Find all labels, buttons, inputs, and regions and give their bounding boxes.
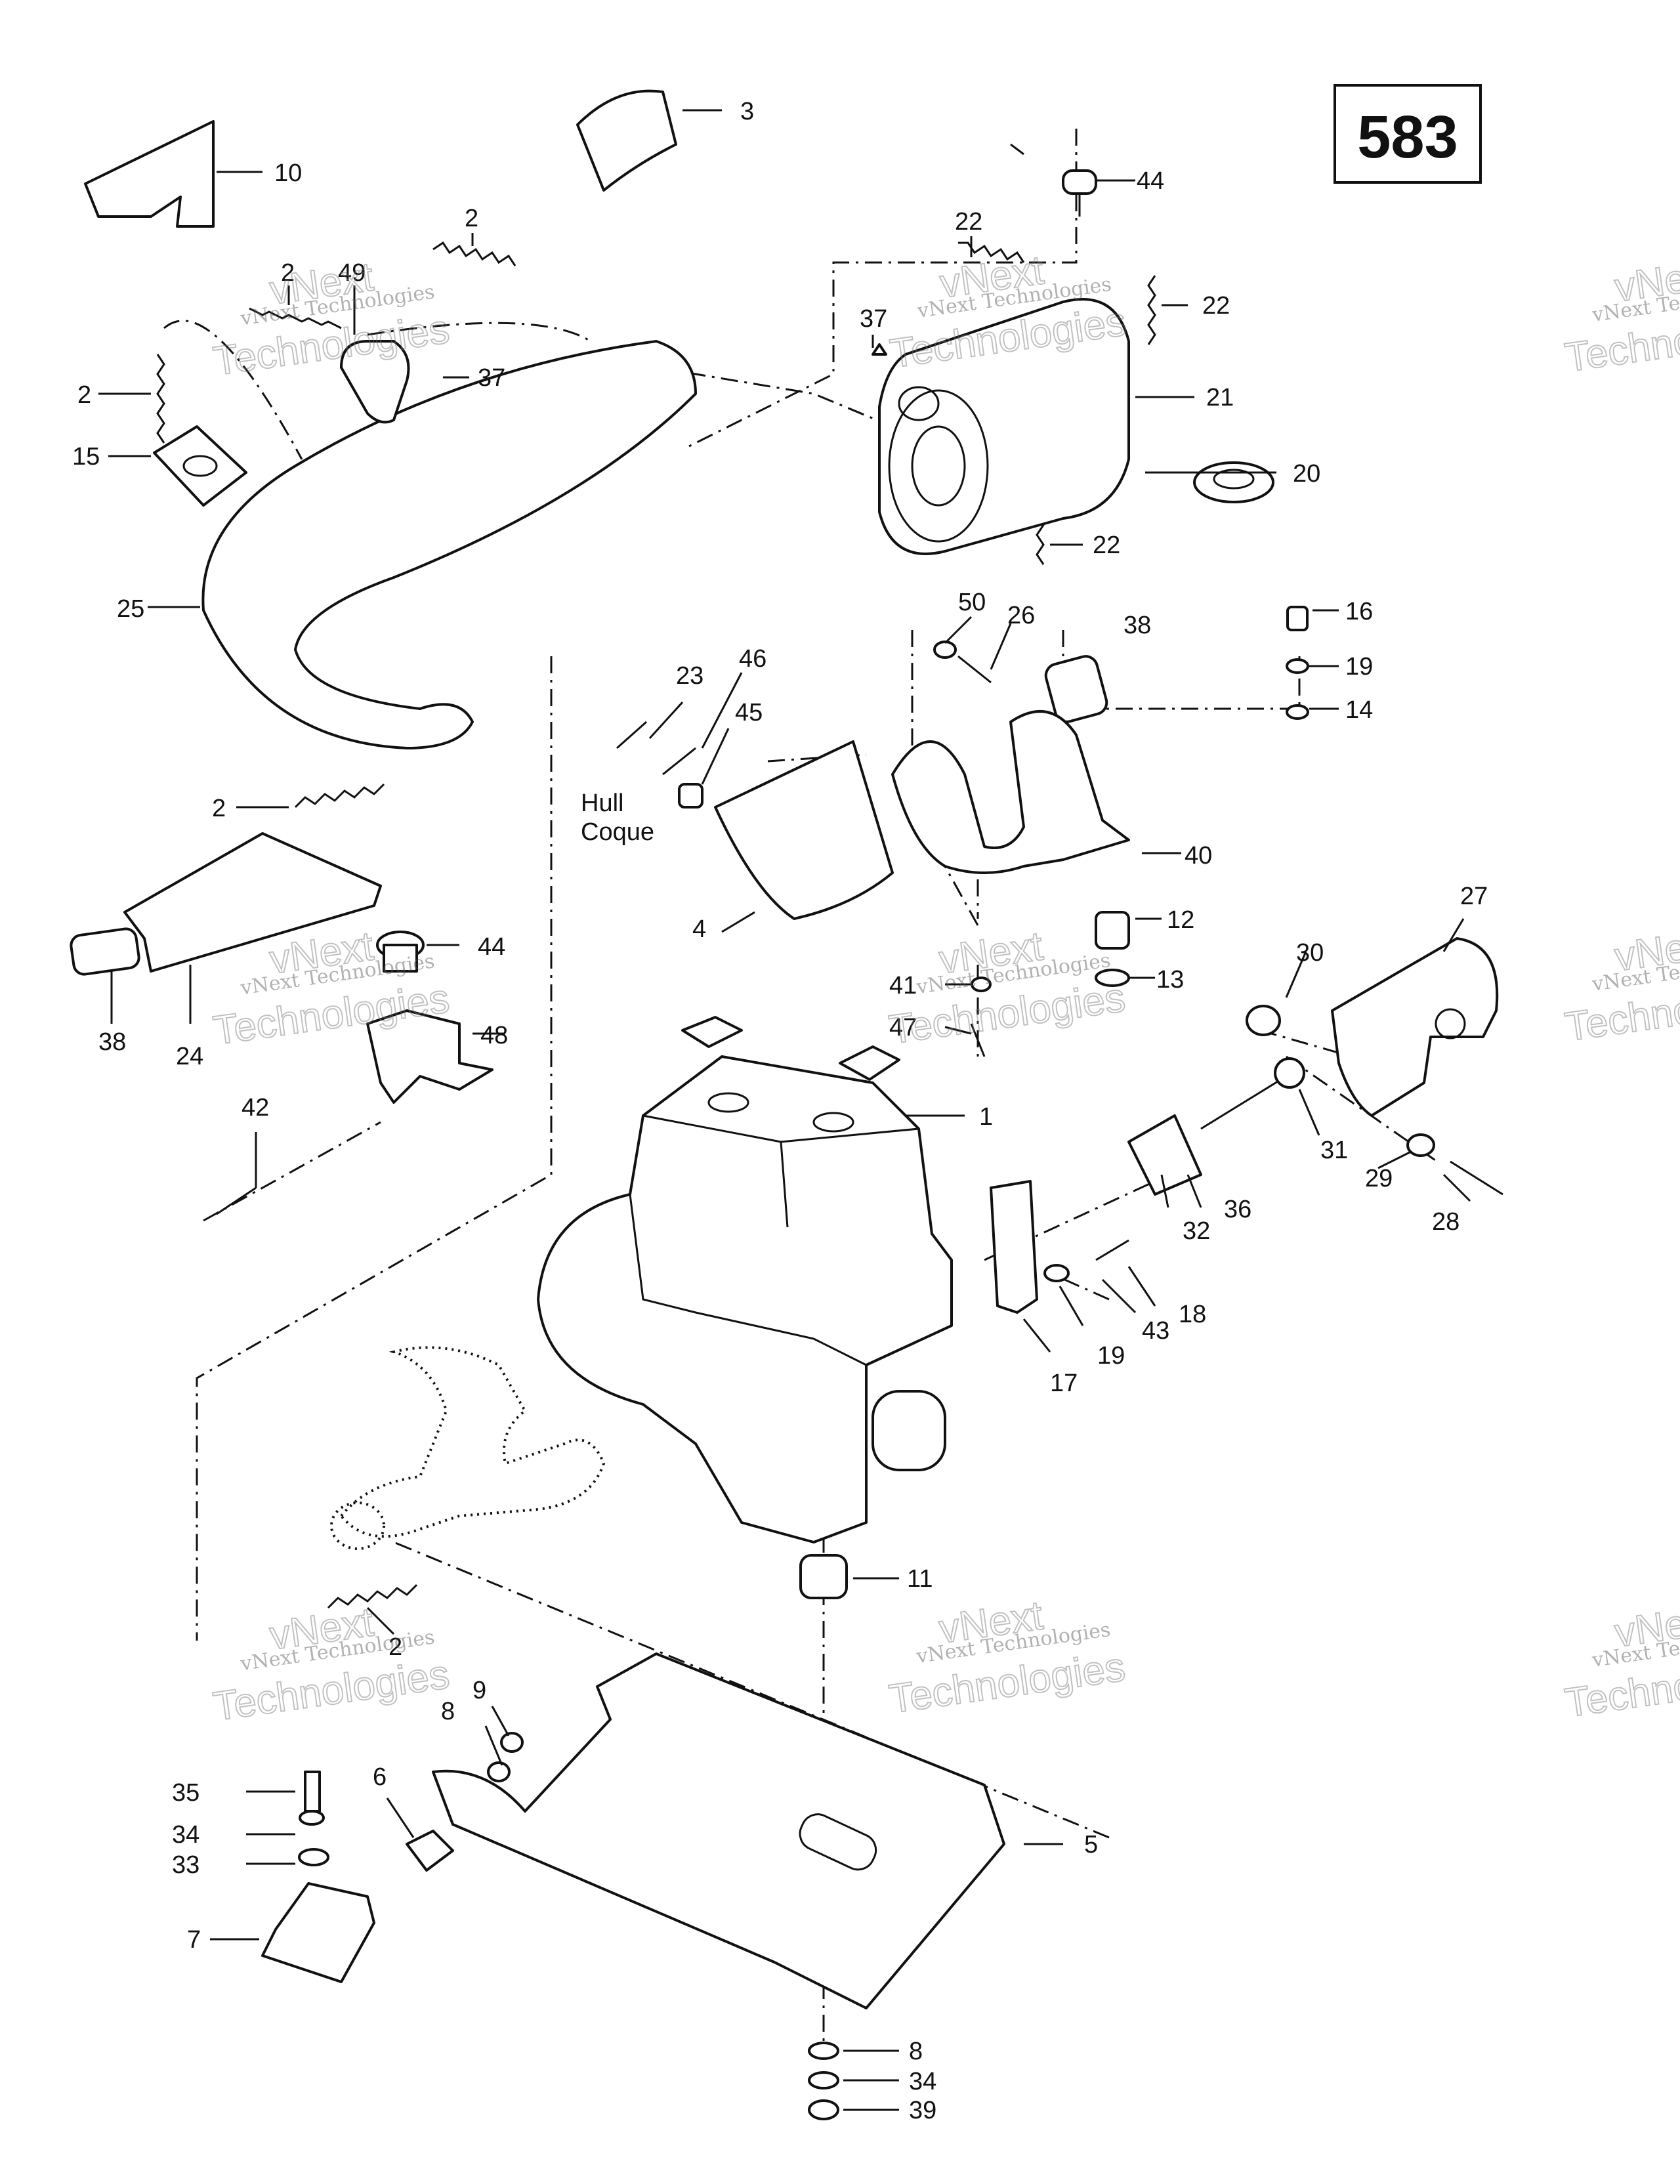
callout-47: 47 — [889, 1014, 917, 1041]
watermark-1: vNext vNext Technologies Technologies — [210, 253, 453, 385]
callout-31: 31 — [1320, 1137, 1348, 1164]
watermark-5: vNext vNext Technologies Technologies — [886, 923, 1129, 1053]
callout-36: 36 — [1224, 1196, 1251, 1223]
callout-27: 27 — [1460, 883, 1488, 910]
callout-41: 41 — [889, 972, 917, 999]
callout-38-b: 38 — [98, 1028, 126, 1056]
callout-28: 28 — [1432, 1208, 1460, 1236]
callout-50: 50 — [958, 589, 986, 616]
callout-49: 49 — [338, 259, 366, 287]
coque-label: Coque — [581, 818, 654, 846]
callout-2-a: 2 — [465, 205, 478, 232]
callout-14: 14 — [1345, 696, 1373, 724]
callout-8-a: 8 — [441, 1698, 455, 1725]
callout-39: 39 — [909, 2097, 936, 2124]
callout-2-d: 2 — [212, 795, 226, 822]
watermark-9: vNext vNext Technologies Technologies — [1561, 1596, 1680, 1727]
watermark-8: vNext vNext Technologies Technologies — [886, 1592, 1129, 1723]
callout-30: 30 — [1296, 939, 1324, 967]
callout-24: 24 — [176, 1043, 203, 1070]
callout-42: 42 — [242, 1094, 269, 1122]
hull-label: Hull — [581, 789, 623, 817]
callout-8-b: 8 — [909, 2038, 923, 2065]
callout-34-b: 34 — [909, 2068, 936, 2095]
callout-10: 10 — [274, 159, 302, 187]
callout-16: 16 — [1345, 598, 1373, 625]
callout-4: 4 — [692, 915, 706, 943]
leader-lines — [98, 109, 1471, 2111]
callout-13: 13 — [1156, 966, 1184, 994]
diagram-number: 583 — [1357, 104, 1458, 171]
callout-22-a: 22 — [955, 208, 982, 236]
part-drawings — [70, 89, 1503, 2120]
callout-43: 43 — [1142, 1317, 1169, 1345]
callout-2-c: 2 — [77, 381, 91, 409]
callouts: 3 10 44 22 22 21 20 22 2 2 49 37 2 15 25… — [72, 98, 1488, 2124]
callout-26: 26 — [1007, 602, 1035, 629]
callout-20: 20 — [1293, 460, 1320, 488]
callout-6: 6 — [373, 1763, 387, 1791]
callout-23: 23 — [676, 662, 704, 690]
callout-3: 3 — [740, 98, 754, 125]
callout-19-a: 19 — [1345, 653, 1373, 681]
callout-45: 45 — [735, 699, 763, 726]
callout-22-c: 22 — [1093, 532, 1120, 559]
callout-35: 35 — [172, 1779, 200, 1807]
callout-21: 21 — [1206, 384, 1234, 411]
callout-38-a: 38 — [1124, 612, 1151, 639]
callout-11: 11 — [907, 1565, 933, 1593]
watermark-6: vNext vNext Technologies Technologies — [1561, 920, 1680, 1051]
callout-19-b: 19 — [1097, 1342, 1125, 1370]
callout-22-b: 22 — [1202, 292, 1230, 320]
callout-33: 33 — [172, 1851, 200, 1879]
callout-9: 9 — [472, 1677, 486, 1704]
callout-17: 17 — [1050, 1370, 1078, 1397]
callout-1: 1 — [979, 1103, 993, 1131]
callout-15: 15 — [72, 443, 100, 471]
callout-40: 40 — [1185, 842, 1212, 870]
callout-48: 48 — [480, 1022, 508, 1049]
callout-25: 25 — [117, 595, 144, 623]
callout-44-top: 44 — [1137, 167, 1164, 195]
watermark-3: vNext vNext Technologies Technologies — [1561, 251, 1680, 381]
callout-2-b: 2 — [281, 259, 295, 287]
callout-2-e: 2 — [388, 1633, 402, 1661]
callout-34-a: 34 — [172, 1821, 200, 1849]
callout-32: 32 — [1183, 1217, 1210, 1245]
exhaust-manifold-dotted — [330, 1346, 606, 1550]
callout-37-b: 37 — [860, 305, 887, 333]
callout-5: 5 — [1084, 1831, 1098, 1858]
callout-12: 12 — [1167, 906, 1194, 934]
watermark-7: vNext vNext Technologies Technologies — [210, 1599, 453, 1730]
callout-18: 18 — [1179, 1301, 1206, 1328]
callout-46: 46 — [739, 645, 766, 673]
diagram-number-box: 583 — [1334, 84, 1482, 184]
callout-44-b: 44 — [478, 933, 505, 961]
callout-7: 7 — [187, 1926, 201, 1954]
callout-37-a: 37 — [478, 364, 505, 392]
callout-29: 29 — [1365, 1165, 1393, 1192]
